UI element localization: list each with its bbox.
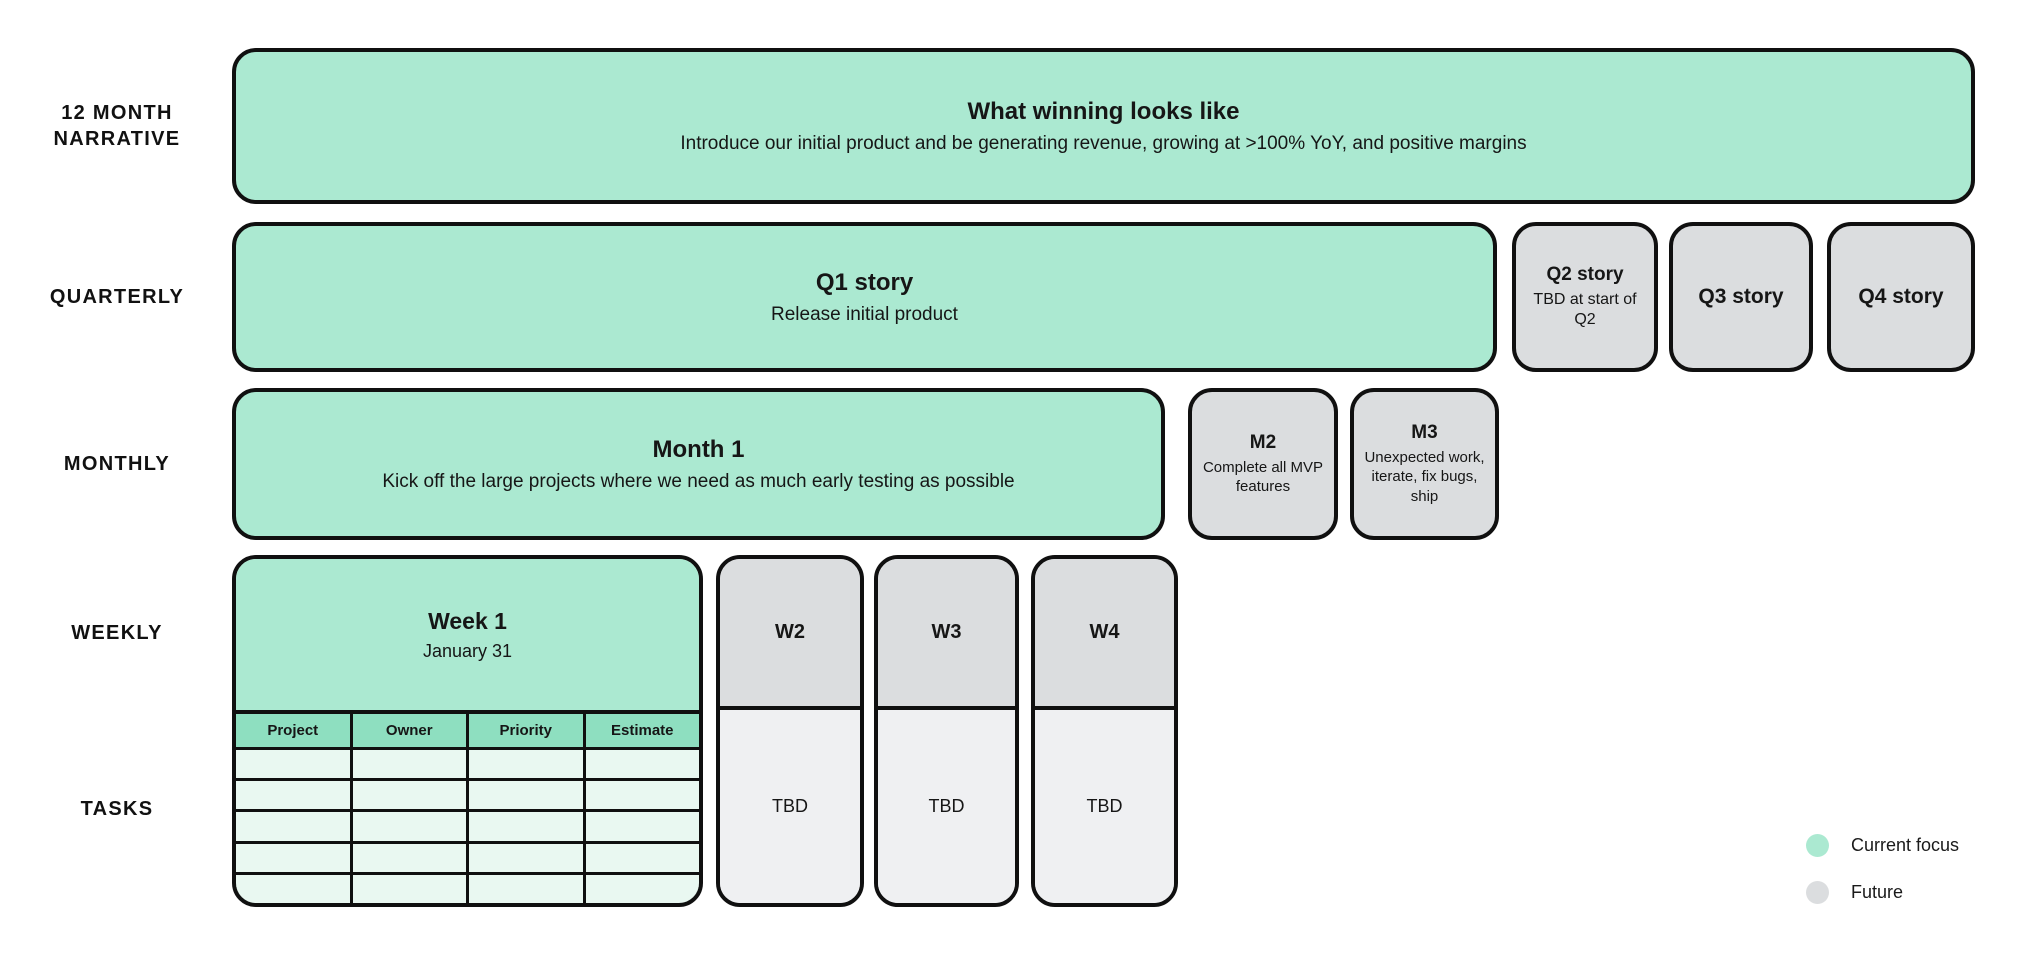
task-cell [352, 781, 466, 810]
quarter-box-q4: Q4 story [1827, 222, 1975, 372]
task-cell [585, 843, 699, 872]
week-box-w4: W4 TBD [1031, 555, 1178, 907]
row-label-monthly: MONTHLY [63, 453, 171, 475]
tasks-col-header-project: Project [236, 714, 350, 747]
row-label-tasks: TASKS [80, 797, 154, 820]
week1-date: January 31 [422, 640, 513, 661]
row-label-quarterly: QUARTERLY [49, 286, 185, 308]
row-label-12-month-narrative: 12 MONTH NARRATIVE [18, 48, 216, 204]
task-cell [236, 812, 350, 841]
q1-subtitle: Release initial product [771, 303, 958, 325]
m3-subtitle: Unexpected work, iterate, fix bugs, ship [1364, 449, 1485, 505]
tasks-col-header-owner: Owner [352, 714, 466, 747]
task-cell [585, 750, 699, 779]
w4-title: W4 [1035, 559, 1174, 710]
task-cell [236, 843, 350, 872]
task-cell [352, 750, 466, 779]
task-cell [469, 843, 583, 872]
legend: Current focus Future [1806, 834, 1959, 928]
task-cell [469, 812, 583, 841]
task-cell [469, 781, 583, 810]
w3-title: W3 [878, 559, 1015, 710]
narrative-title: What winning looks like [967, 97, 1240, 125]
task-cell [469, 874, 583, 903]
legend-item-current-focus: Current focus [1806, 834, 1959, 857]
month-box-m1: Month 1 Kick off the large projects wher… [232, 388, 1165, 540]
task-cell [236, 781, 350, 810]
future-dot-icon [1806, 881, 1829, 904]
m1-title: Month 1 [652, 435, 745, 463]
q2-title: Q2 story [1546, 264, 1624, 285]
legend-item-future: Future [1806, 881, 1959, 904]
tasks-col-header-priority: Priority [469, 714, 583, 747]
legend-label: Future [1851, 882, 1904, 902]
month-box-m2: M2 Complete all MVP features [1188, 388, 1338, 540]
month-box-m3: M3 Unexpected work, iterate, fix bugs, s… [1350, 388, 1499, 540]
narrative-box: What winning looks like Introduce our in… [232, 48, 1975, 204]
w2-title: W2 [720, 559, 860, 710]
q2-subtitle: TBD at start of Q2 [1533, 291, 1637, 328]
m3-title: M3 [1411, 422, 1438, 444]
task-cell [236, 874, 350, 903]
quarter-box-q3: Q3 story [1669, 222, 1813, 372]
task-cell [585, 781, 699, 810]
week1-header: Week 1 January 31 [236, 559, 699, 710]
task-cell [585, 812, 699, 841]
q3-title: Q3 story [1698, 285, 1784, 308]
task-cell [469, 750, 583, 779]
w2-body: TBD [720, 710, 860, 903]
week-box-w3: W3 TBD [874, 555, 1019, 907]
m2-title: M2 [1249, 431, 1277, 453]
task-cell [352, 843, 466, 872]
tasks-col-header-estimate: Estimate [585, 714, 699, 747]
current-focus-dot-icon [1806, 834, 1829, 857]
week-box-w1: Week 1 January 31 Project Owner Priority… [232, 555, 703, 907]
row-label-weekly: WEEKLY [71, 621, 163, 644]
quarter-box-q1: Q1 story Release initial product [232, 222, 1497, 372]
q4-title: Q4 story [1858, 285, 1944, 308]
q1-title: Q1 story [815, 268, 914, 296]
week1-title: Week 1 [428, 607, 507, 634]
row-label-line: NARRATIVE [53, 128, 181, 150]
week-box-w2: W2 TBD [716, 555, 864, 907]
narrative-subtitle: Introduce our initial product and be gen… [680, 132, 1527, 154]
w4-body: TBD [1035, 710, 1174, 903]
task-cell [236, 750, 350, 779]
m1-subtitle: Kick off the large projects where we nee… [382, 470, 1015, 492]
task-cell [352, 874, 466, 903]
m2-subtitle: Complete all MVP features [1202, 458, 1324, 495]
tasks-table: Project Owner Priority Estimate [236, 710, 699, 903]
quarter-box-q2: Q2 story TBD at start of Q2 [1512, 222, 1658, 372]
legend-label: Current focus [1851, 835, 1960, 855]
task-cell [352, 812, 466, 841]
w3-body: TBD [878, 710, 1015, 903]
row-label-line: 12 MONTH [61, 102, 173, 124]
task-cell [585, 874, 699, 903]
